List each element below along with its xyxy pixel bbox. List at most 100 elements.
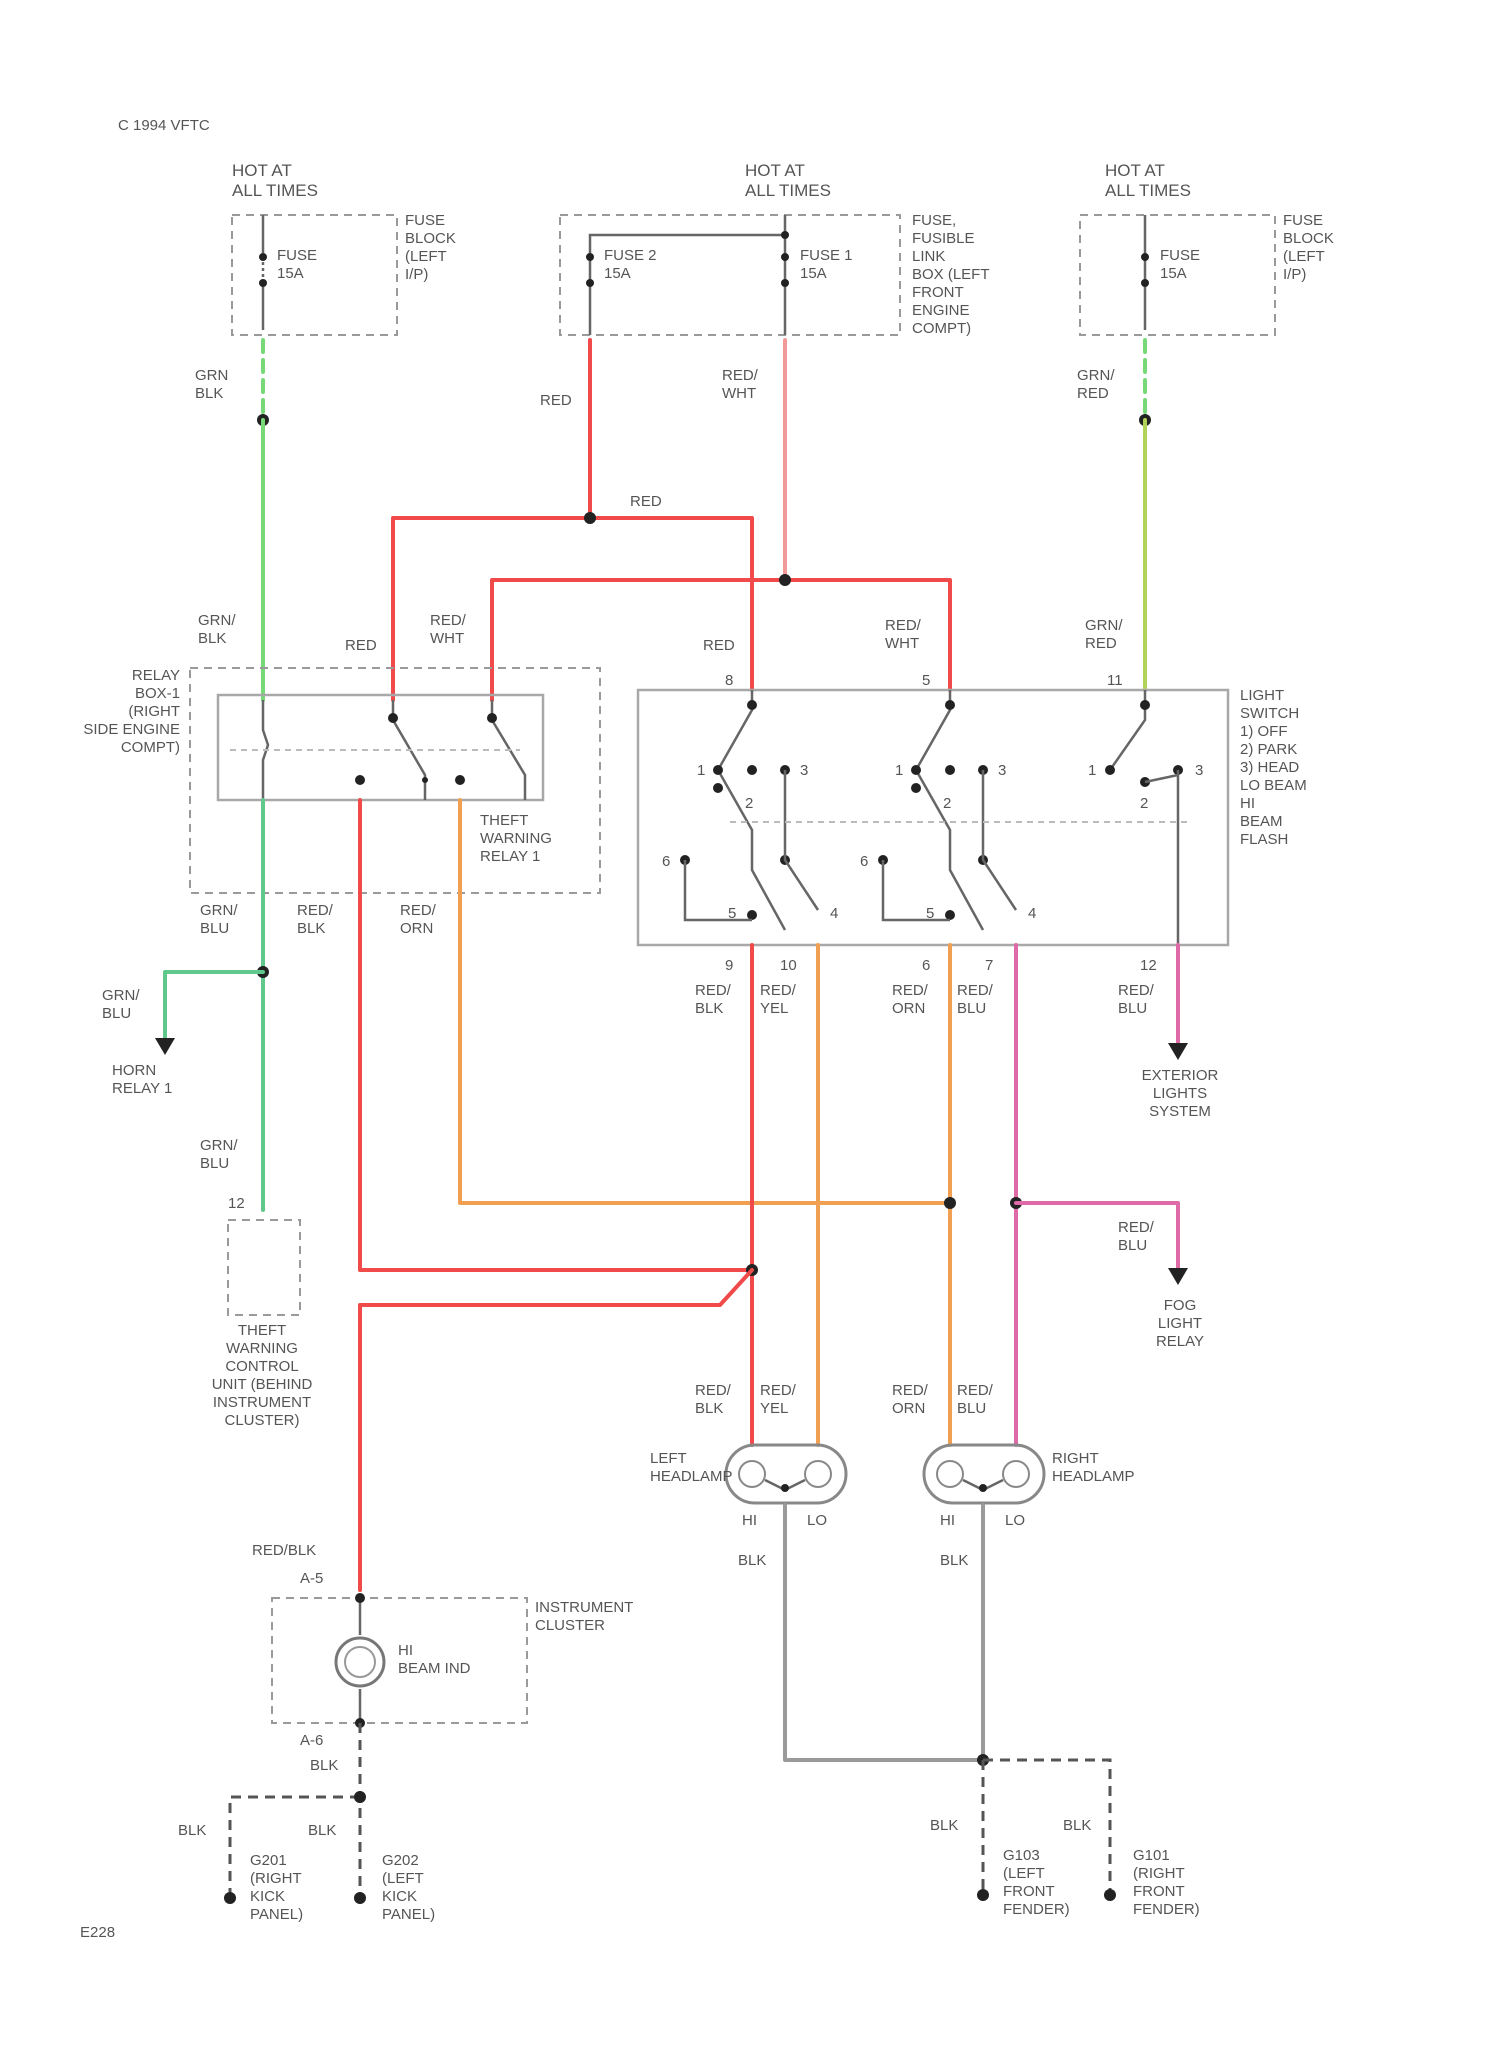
wire-label-sw-red-blk: RED/BLK	[695, 982, 732, 1017]
contact-num: 2	[1140, 795, 1148, 812]
contact-num: 3	[1195, 762, 1203, 779]
wire-label-rh-red-blu: RED/BLU	[957, 1382, 994, 1417]
wire-label-lh-red-yel: RED/YEL	[760, 1382, 797, 1417]
theft-unit-pin: 12	[228, 1195, 245, 1212]
contact-num: 1	[1088, 762, 1096, 779]
pin-11: 11	[1107, 672, 1123, 689]
contact-num: 2	[745, 795, 753, 812]
wire-label-sw-ext: RED/BLU	[1118, 982, 1155, 1017]
wire-label-rh-blk: BLK	[940, 1552, 968, 1569]
wire-label-gnd-left-b: BLK	[308, 1822, 336, 1839]
pin-9: 9	[725, 957, 733, 974]
copyright-label: C 1994 VFTC	[118, 117, 210, 134]
wire-label-relay-out-red-blk: RED/BLK	[297, 902, 334, 937]
contact-num: 3	[998, 762, 1006, 779]
wire-label-red: RED	[540, 392, 572, 409]
wire-label-horn-grn-blu: GRN/BLU	[102, 987, 140, 1022]
pin-7: 7	[985, 957, 993, 974]
wire-label-sw-red-blu: RED/BLU	[957, 982, 994, 1017]
wire-label-theft-grn-blu: GRN/BLU	[200, 1137, 238, 1172]
splice-dot	[779, 574, 791, 586]
pin-12: 12	[1140, 957, 1157, 974]
wire-label-switch-red: RED	[703, 637, 735, 654]
contact-num: 6	[662, 853, 670, 870]
wire-label-switch-red-wht: RED/WHT	[885, 617, 922, 652]
left-headlamp-lo: LO	[807, 1512, 827, 1529]
wire-label-cluster-blk: BLK	[310, 1757, 338, 1774]
contact-num: 5	[728, 905, 736, 922]
wire-label-switch-grn-red: GRN/RED	[1085, 617, 1123, 652]
wire-label-sw-red-orn: RED/ORN	[892, 982, 929, 1017]
wire-label-lh-blk: BLK	[738, 1552, 766, 1569]
wire-label-lh-red-blk: RED/BLK	[695, 1382, 732, 1417]
wire-label-rh-red-orn: RED/ORN	[892, 1382, 929, 1417]
wire-label-grn-red: GRN/RED	[1077, 367, 1115, 402]
contact-num: 4	[1028, 905, 1036, 922]
wire-label-relay-red: RED	[345, 637, 377, 654]
wire-label-cluster-red-blk: RED/BLK	[252, 1542, 316, 1559]
wire-label-red-wht: RED/WHT	[722, 367, 759, 402]
contact-num: 1	[697, 762, 705, 779]
wire-label-fog: RED/BLU	[1118, 1219, 1155, 1254]
cluster-pin-a5: A-5	[300, 1570, 323, 1587]
contact-num: 4	[830, 905, 838, 922]
wire-label-relay-out-grn-blu: GRN/BLU	[200, 902, 238, 937]
contact-num: 6	[860, 853, 868, 870]
right-headlamp-lo: LO	[1005, 1512, 1025, 1529]
contact-num: 2	[943, 795, 951, 812]
wire-label-relay-red-wht: RED/WHT	[430, 612, 467, 647]
contact-num: 5	[926, 905, 934, 922]
splice-dot	[354, 1791, 366, 1803]
wire-label-gnd-left-a: BLK	[178, 1822, 206, 1839]
diagram-code: E228	[80, 1924, 115, 1941]
splice-dot	[944, 1197, 956, 1209]
wire-label-relay-grn-blk: GRN/BLK	[198, 612, 236, 647]
wire-label-relay-out-red-orn: RED/ORN	[400, 902, 437, 937]
pin-8: 8	[725, 672, 733, 689]
contact-num: 1	[895, 762, 903, 779]
pin-5: 5	[922, 672, 930, 689]
left-headlamp-hi: HI	[742, 1512, 757, 1529]
contact-num: 3	[800, 762, 808, 779]
wire-label-gnd-right-a: BLK	[930, 1817, 958, 1834]
pin-6: 6	[922, 957, 930, 974]
wire-label-red-top: RED	[630, 493, 662, 510]
pin-10: 10	[780, 957, 797, 974]
cluster-pin-a6: A-6	[300, 1732, 323, 1749]
wire-label-sw-red-yel: RED/YEL	[760, 982, 797, 1017]
right-headlamp-hi: HI	[940, 1512, 955, 1529]
splice-dot	[584, 512, 596, 524]
